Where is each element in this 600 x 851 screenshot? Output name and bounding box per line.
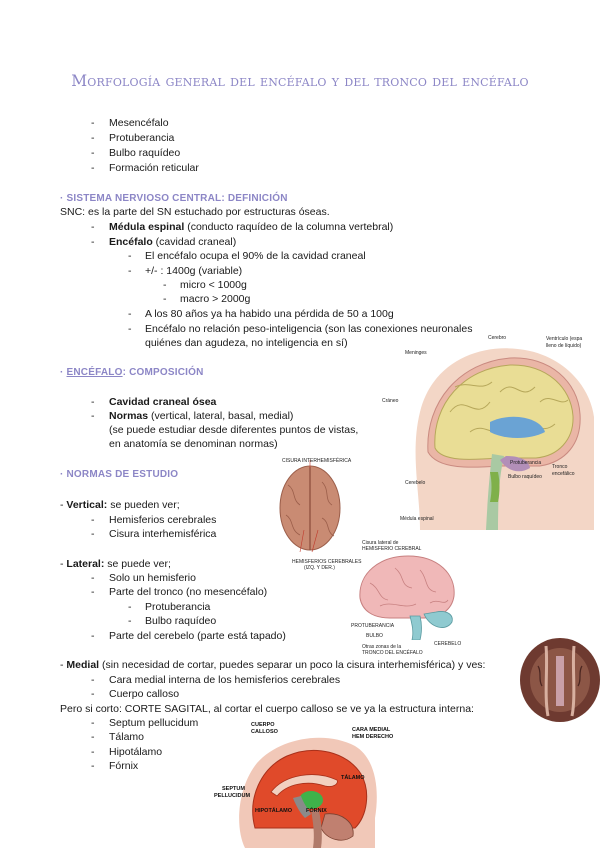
list-item-continued: en anatomía se denominan normas): [109, 438, 278, 450]
superior-brain-drawing: [279, 460, 341, 553]
label-cisura: CISURA INTERHEMISFÉRICA: [282, 458, 352, 464]
paragraph: SNC: es la parte del SN estuchado por es…: [60, 206, 330, 218]
paragraph: - Vertical: se pueden ver;: [60, 499, 180, 511]
list-item: Solo un hemisferio: [109, 572, 196, 584]
label-cerebro: Cerebro: [488, 335, 507, 341]
label-hipotalamo: HIPOTÁLAMO: [255, 808, 292, 814]
list-item: Septum pellucidum: [109, 717, 199, 729]
label-cuerpo-calloso-2: CALLOSO: [251, 729, 278, 735]
label-cara-medial: CARA MEDIAL: [352, 727, 391, 733]
list-item: Parte del cerebelo (parte está tapado): [109, 630, 286, 642]
label-cerebelo: Cerebelo: [405, 480, 426, 486]
label-protuberancia: Protuberancia: [510, 460, 542, 466]
label-meninges: Meninges: [405, 350, 427, 356]
list-item: Formación reticular: [109, 162, 199, 174]
list-item: Protuberancia: [109, 132, 175, 144]
label-medula: Médula espinal: [400, 516, 434, 522]
label-craneo: Cráneo: [382, 398, 399, 404]
list-item: Encéfalo no relación peso-inteligencia (…: [145, 323, 473, 335]
list-item: Cara medial interna de los hemisferios c…: [109, 674, 341, 686]
label-hem-derecho: HEM DERECHO: [352, 734, 394, 740]
label-bulbo-lat: BULBO: [366, 633, 383, 639]
label-cisura-lateral: Cisura lateral de: [362, 540, 399, 546]
list-item: Fórnix: [109, 760, 139, 772]
page-title: Morfología general del encéfalo y del tr…: [71, 72, 529, 90]
lateral-brain-drawing: [359, 555, 455, 641]
section-heading: · ENCÉFALO: COMPOSICIÓN: [60, 367, 204, 378]
section-heading: · SISTEMA NERVIOSO CENTRAL: DEFINICIÓN: [60, 193, 288, 204]
sagittal-brain-drawing: [239, 737, 377, 848]
list-item: Bulbo raquídeo: [145, 615, 217, 627]
label-encefalico: encefálico: [552, 471, 575, 477]
label-tronco: Tronco: [552, 464, 568, 470]
label-cerebelo-lat: CEREBELO: [434, 641, 462, 647]
head-brain-drawing: [415, 348, 594, 530]
label-ventriculo: Ventrículo (espa: [546, 336, 583, 342]
list-item: Tálamo: [109, 731, 145, 743]
medial-brain-photo: [518, 636, 600, 722]
label-cuerpo-calloso: CUERPO: [251, 722, 275, 728]
sagittal-cut-illustration: [215, 718, 380, 848]
list-item: +/- : 1400g (variable): [145, 265, 243, 277]
paragraph: - Lateral: se puede ver;: [60, 558, 171, 570]
list-item: Encéfalo (cavidad craneal): [109, 236, 237, 248]
label-ventriculo-2: lleno de líquido): [546, 343, 582, 349]
list-item-continued: quiénes dan agudeza, no inteligencia en …: [145, 337, 348, 349]
paragraph: Pero si corto: CORTE SAGITAL, al cortar …: [60, 703, 474, 715]
vertical-view-illustration: [272, 460, 352, 560]
label-tronco-lat: Otras zonas de la: [362, 644, 402, 650]
lateral-view-illustration: [350, 548, 460, 641]
label-septum: SEPTUM: [222, 786, 245, 792]
list-item: Normas (vertical, lateral, basal, medial…: [109, 410, 294, 422]
list-item: Cavidad craneal ósea: [109, 396, 217, 408]
medial-brain-drawing: [520, 638, 600, 722]
list-item: Bulbo raquídeo: [109, 147, 181, 159]
list-item: Parte del tronco (no mesencéfalo): [109, 586, 268, 598]
label-hemisferios: HEMISFERIOS CEREBRALES: [292, 559, 362, 565]
label-izq-der: (IZQ. Y DER.): [304, 565, 335, 571]
list-item: Mesencéfalo: [109, 117, 169, 129]
list-item: Hipotálamo: [109, 746, 163, 758]
list-item: Hemisferios cerebrales: [109, 514, 217, 526]
label-pellucidum: PELLUCIDUM: [214, 793, 251, 799]
label-bulbo: Bulbo raquídeo: [508, 474, 542, 480]
label-talamo: TÁLAMO: [341, 775, 365, 781]
list-item: Protuberancia: [145, 601, 211, 613]
list-item: A los 80 años ya ha habido una pérdida d…: [145, 308, 394, 320]
list-item: El encéfalo ocupa el 90% de la cavidad c…: [145, 250, 366, 262]
label-tronco-lat-2: TRONCO DEL ENCÉFALO: [362, 650, 423, 656]
label-hemisferio-cerebral: HEMISFERIO CEREBRAL: [362, 546, 422, 552]
head-brain-illustration: [380, 332, 600, 530]
list-item: Cisura interhemisférica: [109, 528, 217, 540]
list-item: Médula espinal (conducto raquídeo de la …: [109, 221, 394, 233]
label-protuberancia-lat: PROTUBERANCIA: [351, 623, 395, 629]
list-item: micro < 1000g: [180, 279, 247, 291]
encefalo-link[interactable]: ENCÉFALO: [66, 367, 123, 378]
label-fornix: FÓRNIX: [306, 808, 327, 814]
section-heading: · NORMAS DE ESTUDIO: [60, 469, 179, 480]
paragraph: - Medial (sin necesidad de cortar, puede…: [60, 659, 486, 671]
list-item: Cuerpo calloso: [109, 688, 180, 700]
list-item-continued: (se puede estudiar desde diferentes punt…: [109, 424, 359, 436]
list-item: macro > 2000g: [180, 293, 251, 305]
